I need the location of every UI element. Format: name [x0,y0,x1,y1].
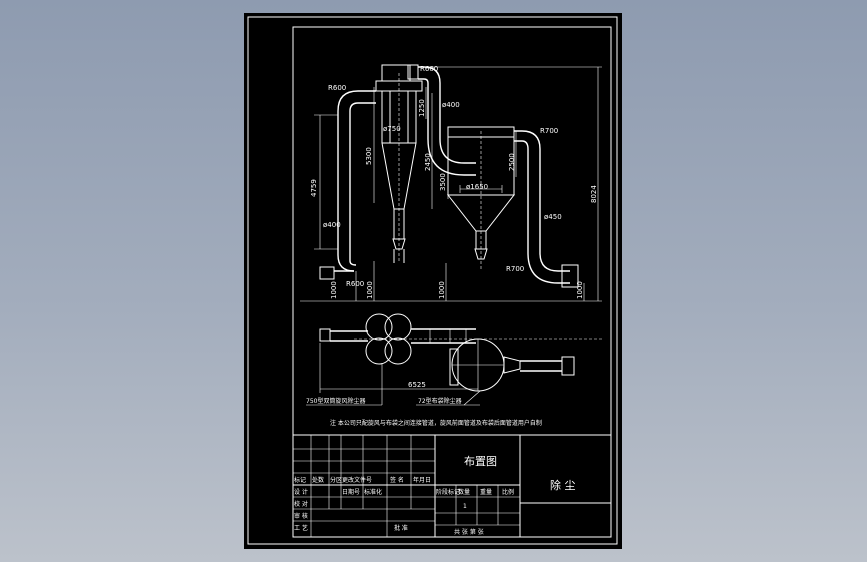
inlet-bend-top [349,102,376,112]
tb-review: 审 核 [294,512,308,520]
label-r600-bottom: R600 [346,280,364,288]
tb-rev-0: 标记 [294,476,306,484]
tb-rev-3: 更改文件号 [342,476,372,484]
tb-approve: 批 准 [394,524,408,532]
dim-text-base-mid-right: 1000 [438,281,446,299]
tb-design-0: 设 计 [294,488,308,496]
tb-rev-2: 分区 [330,476,342,484]
plan-inlet-flange [319,328,331,342]
dim-text-8024: 8024 [590,185,598,203]
tb-stage-2: 重量 [480,488,492,496]
outlet-flange [407,64,419,80]
tb-stage-0: 阶段标记 [436,488,460,496]
rotary-valve [392,238,406,250]
outer-border [247,16,618,545]
dim-text-base-mid-left: 1000 [366,281,374,299]
dim-text-2500: 2500 [508,153,516,171]
title-block [292,434,612,538]
tb-stage-3: 比例 [502,488,514,496]
tb-quantity: 1 [463,503,467,510]
dim-text-4759: 4759 [310,179,318,197]
elevation-view [300,64,602,302]
callout-bag-filter: 72型布袋除尘器 [418,397,462,405]
product-name: 除 尘 [550,478,576,492]
label-r600-top: R600 [420,65,438,73]
tb-stage-1: 数量 [458,488,470,496]
tb-process: 工 艺 [294,524,308,532]
tb-rev-1: 处数 [312,476,324,484]
cad-drawing: R600 R600 R600 R700 R700 ø400 ø750 ø400 … [247,16,618,545]
label-dia-1650: ø1650 [466,183,488,191]
plan-cyclone-b [384,313,412,341]
dim-text-3500: 3500 [439,173,447,191]
plan-cyclone-c [365,337,393,365]
plan-cyclone-d [384,337,412,365]
plan-fan [561,356,575,376]
title-block-frame [292,434,612,538]
tb-rev-5: 年月日 [413,476,431,484]
tb-check: 校 对 [294,500,308,508]
plan-view [306,313,604,406]
dim-text-base-right: 1000 [576,281,584,299]
inlet-bend-top [337,90,376,112]
outlet-pipe [514,140,570,284]
tb-design-3: 标准化 [364,488,382,496]
drawing-name: 布置图 [464,455,497,468]
drawing-sheet: R600 R600 R600 R700 R700 ø400 ø750 ø400 … [244,13,622,549]
dim-text-base-left: 1000 [330,281,338,299]
label-dia-450: ø450 [544,213,562,221]
callout-cyclone: 750型双筒旋风除尘器 [306,397,365,405]
label-r600-left-top: R600 [328,84,346,92]
plan-bag-inlet [449,348,459,386]
bag-rotary-valve [474,248,488,260]
plan-cyclone-a [365,313,393,341]
leader-line-right [463,390,481,406]
label-r700-top: R700 [540,127,558,135]
label-r700-bottom: R700 [506,265,524,273]
label-dia-400-left: ø400 [323,221,341,229]
outlet-pipe [514,130,570,272]
inlet-flange [319,266,335,280]
drawing-note: 注 本公司只配旋风与布袋之间连接管道，旋风前面管道及布袋后面管道用户自制 [330,419,542,427]
connecting-pipe [418,66,476,164]
dim-text-6525: 6525 [408,381,426,389]
inlet-bend-bottom [349,260,357,266]
plan-bag-outlet [503,356,521,374]
cyclone-outlet [381,64,411,82]
dim-text-2450: 2450 [424,153,432,171]
label-dia-750: ø750 [383,125,401,133]
label-dia-400-top: ø400 [442,101,460,109]
tb-sheet-footer: 共 张 第 张 [454,528,484,536]
connecting-pipe [418,78,476,176]
tb-rev-4: 签 名 [390,476,404,484]
tb-design-2: 日期号 [342,488,360,496]
dim-text-5300: 5300 [365,147,373,165]
inlet-bend-bottom [337,254,355,272]
dim-text-1250: 1250 [418,99,426,117]
fan-outlet [561,264,579,288]
